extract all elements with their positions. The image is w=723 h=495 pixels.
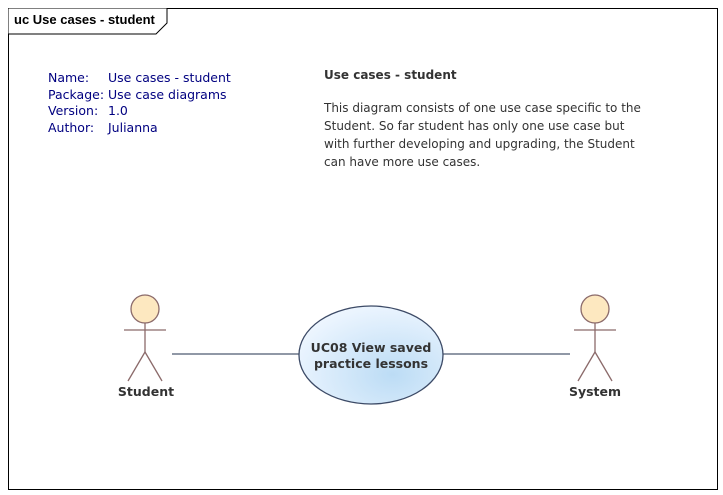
actor-label-system: System xyxy=(569,384,621,399)
diagram-name-tab xyxy=(8,8,168,35)
diagram-frame xyxy=(8,8,718,490)
actor-left-leg xyxy=(577,351,596,382)
property-key: Package: xyxy=(48,86,105,102)
property-key: Author: xyxy=(48,119,95,135)
property-value: Use cases - student xyxy=(108,70,231,85)
use-case-uc08[interactable]: UC08 View saved practice lessons xyxy=(298,305,444,405)
note-body: This diagram consists of one use case sp… xyxy=(324,101,641,169)
property-value: Julianna xyxy=(108,119,158,135)
property-row-author: Author: Julianna xyxy=(48,120,231,137)
use-case-label-line2: practice lessons xyxy=(314,356,428,371)
actor-right-leg xyxy=(594,351,613,382)
diagram-properties: Name: Use cases - student Package: Use c… xyxy=(48,70,231,136)
actor-system[interactable]: System xyxy=(569,294,621,399)
property-row-version: Version: 1.0 xyxy=(48,103,231,120)
actor-head xyxy=(580,294,610,324)
diagram-note: Use cases - student This diagram consist… xyxy=(324,66,644,171)
actor-student[interactable]: Student xyxy=(118,294,174,399)
property-key: Name: xyxy=(48,70,90,85)
use-case-label-line1: UC08 View saved xyxy=(311,340,432,355)
diagram-title: uc Use cases - student xyxy=(14,12,155,27)
property-value: Use case diagrams xyxy=(108,86,227,102)
actor-head xyxy=(130,294,160,324)
property-key: Version: xyxy=(48,103,99,118)
use-case-ellipse xyxy=(298,305,444,405)
actor-label-student: Student xyxy=(118,384,174,399)
note-title: Use cases - student xyxy=(324,68,457,82)
property-value: 1.0 xyxy=(108,103,128,118)
actor-right-leg xyxy=(144,351,163,382)
property-row-name: Name: Use cases - student xyxy=(48,70,231,87)
actor-left-leg xyxy=(127,351,146,382)
property-row-package: Package: Use case diagrams xyxy=(48,87,231,104)
